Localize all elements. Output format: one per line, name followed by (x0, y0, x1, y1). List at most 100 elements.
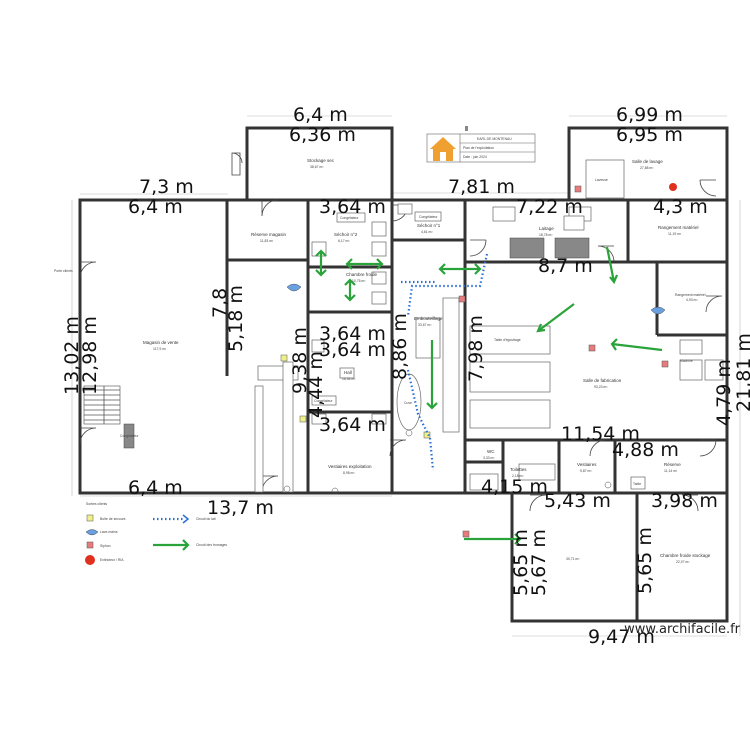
dim-stock-right-v: 5,65 m (634, 527, 656, 594)
dim-right-v1: 4,79 m (713, 359, 735, 426)
bench-wc (469, 473, 499, 491)
legend-item-2: Lave-mains (100, 530, 118, 534)
table-2 (469, 399, 551, 429)
extinguisher-icon (669, 183, 677, 191)
room-salle-fabrication: Salle de fabrication (583, 378, 622, 383)
house-logo-icon (430, 137, 456, 161)
machine-2 (679, 359, 703, 381)
room-magasin-area: 117,9 m² (153, 347, 167, 351)
room-laitage: Laitage (539, 226, 554, 231)
legend-item-1: Boîte de secours (100, 517, 126, 521)
rack-2 (371, 241, 387, 257)
lavemain-icon (650, 306, 666, 315)
safety-symbols (280, 183, 677, 538)
dim-stock-left-v1: 5,65 m (510, 529, 532, 596)
first-aid-icon (280, 354, 288, 362)
dimension-lines (71, 115, 741, 637)
drain-icon (405, 429, 413, 437)
room-magasin: Magasin de vente (143, 340, 179, 345)
label-table-egouttage: Table d'égouttage (494, 338, 521, 342)
siphon-icon (588, 344, 596, 352)
dim-sechoir-mid-bottom: 3,64 m (319, 339, 386, 361)
dimension-labels: 6,4 m 6,36 m 6,99 m 6,95 m 7,3 m 7,81 m … (61, 104, 750, 648)
dim-vestiaires-top: 3,64 m (319, 414, 386, 436)
room-sechoir-2-area: 6,17 m² (338, 239, 350, 243)
table-1 (469, 361, 551, 393)
dim-salle-bottom: 11,54 m (561, 423, 640, 445)
equipment-labels: Porte clients Congélateur Congélateur Co… (54, 178, 693, 486)
door-reserve2 (699, 439, 717, 457)
dim-stock-bottom: 9,47 m (588, 626, 655, 648)
legend-arrow-label: Circuit des fromages (196, 543, 227, 547)
room-toilettes-area: 2,15 m² (512, 474, 524, 478)
door-embal (389, 439, 407, 457)
rack-1 (371, 221, 387, 237)
room-reserve-area: 11,14 m² (664, 469, 678, 473)
dim-wc-bottom: 4,15 m (481, 476, 548, 498)
legend-title: Sorties clients (86, 502, 107, 506)
room-labels: Stockage sec 38,67 m² Réserve magasin 11… (143, 158, 711, 564)
dim-labo-top: 7,22 m (516, 196, 583, 218)
label-congelateur-2: Congélateur (340, 216, 359, 220)
siphon-icon (462, 530, 470, 538)
title-block-subtitle: Plan de l'exploitation (463, 146, 494, 150)
room-toilettes: Toilettes (510, 467, 527, 472)
box-hall (311, 339, 325, 353)
freezer-3 (311, 395, 337, 406)
dim-magasin-left-outer: 13,02 m (61, 316, 83, 395)
first-aid-icon (299, 415, 307, 423)
door-magasin-entry (79, 427, 97, 445)
room-vestiaires-exploitation: Vestiaires exploitation (328, 464, 372, 469)
door-reserve (261, 199, 279, 217)
door-stock2 (681, 494, 699, 512)
room-rangement-materiel-area: 11,19 m² (668, 232, 682, 236)
room-laitage-area: 18,78 m² (539, 233, 553, 237)
rack-5 (371, 291, 387, 305)
box-vest2 (371, 413, 387, 425)
room-rangement-materiel-2: Rangement matériel (675, 293, 706, 297)
door-lavage (699, 179, 717, 197)
room-reserve-magasin: Réserve magasin (251, 232, 287, 237)
box-vest (311, 413, 327, 425)
table-emballage (442, 297, 460, 433)
room-salle-lavage-area: 27,88 m² (640, 166, 654, 170)
siphon-icon (574, 185, 582, 193)
frigo-hall (339, 367, 355, 379)
room-salle-lavage: Salle de lavage (632, 159, 663, 164)
legend-item-3: Siphon (100, 544, 111, 548)
room-stock-area: 30,71 m² (566, 557, 580, 561)
drain-icon (331, 487, 339, 495)
legend-item-4: Extincteur / RIA (100, 558, 124, 562)
door-stockage (231, 152, 243, 176)
label-laveuse: Laveuse (595, 178, 608, 182)
porte-clients-label: Porte clients (54, 269, 73, 273)
freezer-2 (414, 211, 442, 222)
room-embouteillage-area: 33,67 m² (418, 323, 432, 327)
room-reserve: Réserve (664, 462, 681, 467)
cuve-laitage (492, 206, 516, 222)
door-rangement (597, 245, 615, 263)
lavemain-icon (85, 529, 99, 536)
dim-center-top: 7,81 m (448, 176, 515, 198)
room-vestiaires: Vestiaires (577, 462, 597, 467)
dim-rangement-top: 4,3 m (653, 196, 708, 218)
dim-center-v2: 4,44 m (305, 351, 327, 418)
label-congelateur-3: Congélateur (419, 215, 438, 219)
dim-total-bottom: 13,7 m (207, 497, 274, 519)
dim-livraison-top: 4,88 m (612, 439, 679, 461)
room-stockage-sec: Stockage sec (307, 158, 335, 163)
table-emballage-2 (415, 317, 441, 359)
dim-reserve-h1: 7,8 (209, 288, 231, 318)
machine-laitage (509, 237, 545, 259)
room-chambre-froide: Chambre froide (346, 272, 378, 277)
dim-sechoir2-top: 3,64 m (319, 196, 386, 218)
room-vestiaires-area: 9,87 m² (580, 469, 592, 473)
dim-right-top-inner: 6,95 m (616, 124, 683, 146)
title-block-date: Date : juin 2024 (463, 155, 487, 159)
room-embouteillage: Embouteillage (414, 316, 443, 321)
room-chambre-froide-stockage: Chambre froide stockage (660, 553, 711, 558)
dim-right-v2: 21,81 m (733, 333, 750, 412)
dim-right-top-outer: 6,99 m (616, 104, 683, 126)
siphon-icon (86, 541, 94, 549)
